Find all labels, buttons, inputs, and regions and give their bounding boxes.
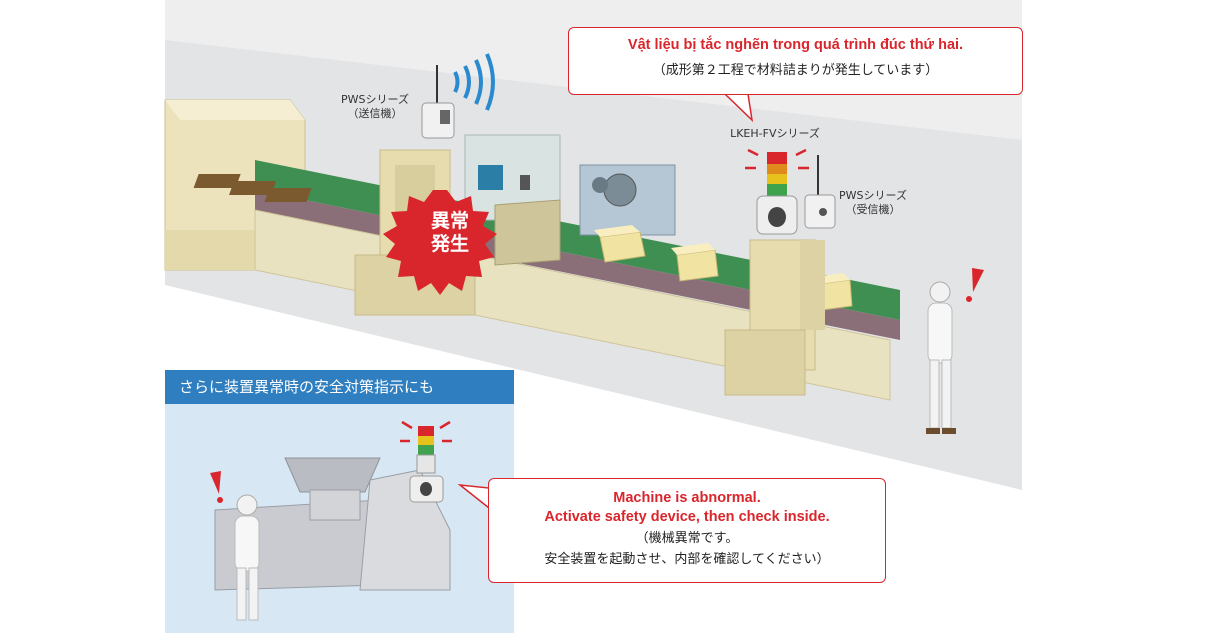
pws-transmitter-label-line2: （送信機） [347, 107, 403, 120]
tray [193, 174, 241, 188]
exclamation-icon [210, 471, 223, 503]
exclamation-icon [966, 268, 984, 302]
bottom-alert-line2: Activate safety device, then check insid… [544, 509, 830, 525]
pws-receiver-label: PWSシリーズ （受信機） [828, 189, 918, 217]
bottom-alert-line3: （機械異常です。 [635, 531, 739, 546]
alarm-burst-text: 異常 発生 [395, 210, 505, 256]
bottom-alert-callout: Machine is abnormal. Activate safety dev… [488, 478, 886, 583]
lkeh-label: LKEH-FVシリーズ [730, 127, 820, 140]
alarm-burst-badge [383, 190, 497, 295]
bottom-alert-line4: 安全装置を起動させ、内部を確認してください） [544, 552, 830, 567]
alarm-burst-line1: 異常 [430, 210, 469, 232]
lkeh-signal-tower [756, 152, 798, 235]
molding-machine [464, 134, 676, 266]
wireless-signal-icon [453, 53, 495, 111]
alert-flash-marks [400, 420, 452, 443]
gate-frame-right [724, 239, 825, 396]
box [671, 243, 719, 282]
pws-receiver-label-line2: （受信機） [845, 203, 901, 216]
tray [229, 181, 277, 195]
bottom-alert-line1: Machine is abnormal. [613, 490, 761, 506]
pws-transmitter-label: PWSシリーズ （送信機） [330, 93, 420, 121]
top-alert-message-jp: （成形第２工程で材料詰まりが発生しています） [652, 63, 939, 78]
alarm-burst-line2: 発生 [430, 233, 469, 255]
pws-receiver-label-line1: PWSシリーズ [839, 189, 907, 202]
inset-header: さらに装置異常時の安全対策指示にも [165, 370, 514, 404]
top-alert-callout: Vật liệu bị tắc nghẽn trong quá trình đú… [568, 27, 1023, 95]
pws-transmitter-device [421, 65, 455, 139]
top-alert-message-vi: Vật liệu bị tắc nghẽn trong quá trình đú… [627, 37, 964, 53]
tray [264, 188, 312, 202]
food-trays [193, 174, 312, 202]
pws-receiver-device [804, 155, 836, 229]
alert-flash-marks [745, 148, 809, 170]
worker-figure-right [926, 281, 956, 434]
pws-transmitter-label-line1: PWSシリーズ [341, 93, 409, 106]
worker-figure-inset [234, 494, 260, 621]
box [594, 225, 646, 263]
